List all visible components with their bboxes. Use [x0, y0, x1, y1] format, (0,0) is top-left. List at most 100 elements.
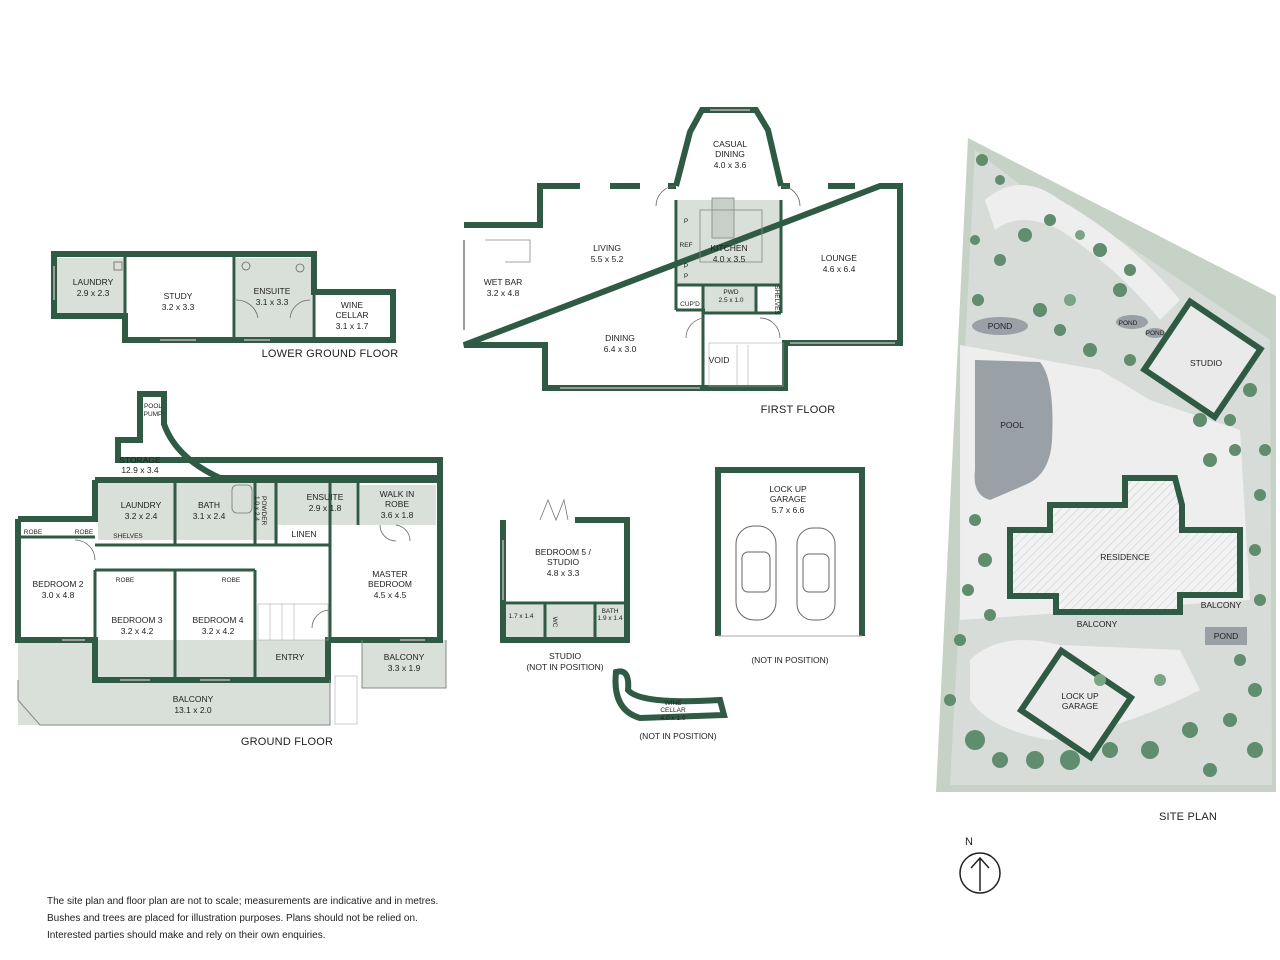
lg-ensuite-name: ENSUITE	[254, 286, 291, 296]
gf-wir-name1: WALK IN	[380, 489, 415, 499]
lower-ground-floor-plan	[51, 251, 396, 343]
site-residence: RESIDENCE	[1100, 552, 1150, 562]
gf-balcony-size: 13.1 x 2.0	[174, 705, 212, 715]
garage-name1: LOCK UP	[769, 484, 807, 494]
studio-title: STUDIO	[549, 651, 582, 661]
studio-note: (NOT IN POSITION)	[526, 662, 603, 672]
ff-living-size: 5.5 x 5.2	[591, 254, 624, 264]
gf-storage-size: 12.9 x 3.4	[121, 465, 159, 475]
wc-note: (NOT IN POSITION)	[639, 731, 716, 741]
gf-laundry-size: 3.2 x 2.4	[125, 511, 158, 521]
wc-name2: CELLAR	[660, 707, 686, 714]
ff-casual-size: 4.0 x 3.6	[714, 160, 747, 170]
ff-kitchen-name: KITCHEN	[710, 243, 747, 253]
gf-bath-size: 3.1 x 2.4	[193, 511, 226, 521]
st-bath-size: 1.9 x 1.4	[598, 615, 623, 622]
gf-robe-b2b: ROBE	[75, 529, 94, 536]
site-pond-1: POND	[988, 321, 1013, 331]
ff-kitchen-size: 4.0 x 3.5	[713, 254, 746, 264]
ff-pantry-2: P	[684, 263, 688, 270]
wc-size: 4.0 x 1.0	[661, 715, 686, 722]
site-pond-4: POND	[1214, 631, 1239, 641]
ff-lounge-name: LOUNGE	[821, 253, 857, 263]
ff-pwd-name: PWD	[723, 289, 738, 296]
ff-dining-name: DINING	[605, 333, 635, 343]
north-label: N	[965, 836, 973, 848]
gf-linen: LINEN	[291, 529, 316, 539]
gf-poolpump-name1: POOL	[144, 403, 162, 410]
gf-wir-name2: ROBE	[385, 499, 409, 509]
gf-bed4-name: BEDROOM 4	[192, 615, 243, 625]
site-pond-3: POND	[1146, 330, 1165, 337]
site-pond-2: POND	[1119, 320, 1138, 327]
gf-bath-name: BATH	[198, 500, 220, 510]
ground-floor-plan	[15, 391, 447, 726]
st-bath-name: BATH	[602, 608, 619, 615]
gf-poolpump-name2: PUMP	[144, 411, 163, 418]
first-floor-title: FIRST FLOOR	[761, 404, 836, 416]
st-store-size: 1.7 x 1.4	[509, 613, 534, 620]
gf-ensuite-name: ENSUITE	[307, 492, 344, 502]
garage-name2: GARAGE	[770, 494, 807, 504]
disclaimer-notes: The site plan and floor plan are not to …	[47, 893, 438, 944]
ff-casual-name1: CASUAL	[713, 139, 747, 149]
ff-shelves: SHELVES	[773, 285, 780, 315]
site-balcony-1: BALCONY	[1201, 600, 1242, 610]
ff-pantry-3: P	[684, 273, 688, 280]
lg-laundry-size: 2.9 x 2.3	[77, 288, 110, 298]
site-pool: POOL	[1000, 420, 1024, 430]
note-line: The site plan and floor plan are not to …	[47, 896, 439, 907]
note-line: Bushes and trees are placed for illustra…	[47, 913, 418, 924]
gf-robe-b4: ROBE	[222, 577, 241, 584]
gf-laundry-name: LAUNDRY	[121, 500, 162, 510]
gf-master-name1: MASTER	[372, 569, 407, 579]
gf-bed4-size: 3.2 x 4.2	[202, 626, 235, 636]
ff-wetbar-name: WET BAR	[484, 277, 523, 287]
gf-shelves: SHELVES	[113, 533, 143, 540]
ff-casual-name2: DINING	[715, 149, 745, 159]
studio-plan	[500, 498, 630, 643]
lg-wine-name1: WINE	[341, 300, 364, 310]
wine-cellar-plan	[612, 668, 728, 722]
gf-balcony-name: BALCONY	[173, 694, 214, 704]
first-floor-plan	[462, 107, 903, 391]
gf-wir-size: 3.6 x 1.8	[381, 510, 414, 520]
ff-wetbar-size: 3.2 x 4.8	[487, 288, 520, 298]
lg-study-name: STUDY	[164, 291, 193, 301]
ground-floor-title: GROUND FLOOR	[241, 736, 333, 748]
site-plan	[936, 138, 1276, 792]
gf-entry: ENTRY	[276, 652, 305, 662]
ff-void: VOID	[709, 355, 730, 365]
gf-master-size: 4.5 x 4.5	[374, 590, 407, 600]
ff-pwd-size: 2.5 x 1.0	[719, 297, 744, 304]
gf-robe-b3: ROBE	[116, 577, 135, 584]
gf-balcony-small-name: BALCONY	[384, 652, 425, 662]
gf-bed2-size: 3.0 x 4.8	[42, 590, 75, 600]
garage-size: 5.7 x 6.6	[772, 505, 805, 515]
gf-ensuite-size: 2.9 x 1.8	[309, 503, 342, 513]
gf-bed2-name: BEDROOM 2	[32, 579, 83, 589]
site-studio: STUDIO	[1190, 358, 1223, 368]
lg-study-size: 3.2 x 3.3	[162, 302, 195, 312]
gf-robe-b2a: ROBE	[24, 529, 43, 536]
garage-plan	[715, 467, 865, 637]
ff-lounge-size: 4.6 x 6.4	[823, 264, 856, 274]
lower-ground-floor-title: LOWER GROUND FLOOR	[262, 348, 399, 360]
st-bed5-name2: STUDIO	[547, 557, 580, 567]
ff-ref: REF	[680, 242, 693, 249]
st-bed5-name1: BEDROOM 5 /	[535, 547, 591, 557]
gf-bed3-name: BEDROOM 3	[111, 615, 162, 625]
wc-name1: WINE	[665, 700, 683, 707]
site-plan-title: SITE PLAN	[1159, 811, 1217, 823]
lg-ensuite-size: 3.1 x 3.3	[256, 297, 289, 307]
garage-note: (NOT IN POSITION)	[751, 655, 828, 665]
site-garage-1: LOCK UP	[1061, 691, 1099, 701]
lg-wine-name2: CELLAR	[335, 310, 368, 320]
ff-dining-size: 6.4 x 3.0	[604, 344, 637, 354]
gf-balcony-small-size: 3.3 x 1.9	[388, 663, 421, 673]
gf-storage-name: STORAGE	[119, 455, 161, 465]
gf-bed3-size: 3.2 x 4.2	[121, 626, 154, 636]
site-trees	[944, 154, 1271, 777]
note-line: Interested parties should make and rely …	[47, 930, 326, 941]
